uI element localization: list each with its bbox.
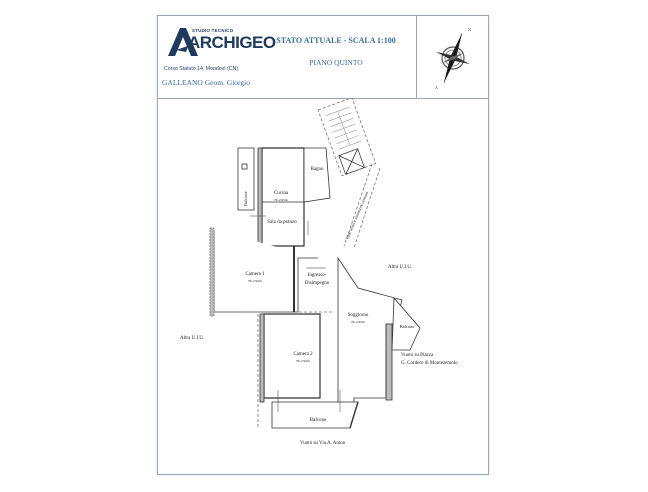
room-label-ingresso: Ingresso- bbox=[308, 273, 327, 278]
room-height-soggiorno: H=2,95m bbox=[351, 320, 365, 325]
stairwell bbox=[317, 98, 377, 177]
room-label-soggiorno: Soggiorno bbox=[348, 313, 369, 318]
neighbor-label-right: Altra U.I.U. bbox=[388, 265, 412, 270]
neighbor-label-left: Altra U.I.U. bbox=[180, 336, 204, 341]
brand-name: ARCHIGEO bbox=[188, 33, 276, 52]
studio-address: Corso Statuto 14, Mondovì (CN) bbox=[164, 66, 239, 72]
compass-rose-icon: N A bbox=[435, 27, 471, 90]
room-label-camera1: Camera 1 bbox=[245, 272, 265, 277]
author-name: GALLEANO Geom. Giorgio bbox=[162, 78, 250, 87]
room-label-sala: Sala da pranzo bbox=[267, 220, 297, 225]
room-label-cucina: Cucina bbox=[274, 191, 289, 196]
title-block: STUDIO TECNICO ARCHIGEO Corso Statuto 14… bbox=[158, 16, 488, 99]
logo-cell: STUDIO TECNICO ARCHIGEO Corso Statuto 14… bbox=[158, 16, 276, 98]
room-height-camera2: H=2,95m bbox=[296, 359, 310, 364]
room-height-camera1: H=2,95m bbox=[248, 279, 262, 284]
floor-plan: Vano scala e ascensore comuni bbox=[180, 98, 458, 446]
piazza-label-1: Vuoto su Piazza bbox=[401, 353, 434, 358]
svg-text:N: N bbox=[468, 27, 471, 32]
floor-label: PIANO QUINTO bbox=[309, 58, 363, 67]
piazza-label-2: G. Cordero di Montezemolo bbox=[401, 361, 458, 366]
street-label: Vuoto su Via A. Anton bbox=[300, 441, 346, 446]
balcony-label-left: Balcone bbox=[243, 191, 248, 206]
title-cell: STATO ATTUALE - SCALA 1:100 PIANO QUINTO bbox=[256, 16, 416, 98]
svg-text:A: A bbox=[435, 85, 438, 90]
compass-cell: N A bbox=[416, 16, 489, 98]
balcony-label-right: Balcone bbox=[400, 324, 415, 329]
room-label-disimpegno: Disimpegno bbox=[305, 281, 330, 286]
drawing-sheet: STUDIO TECNICO ARCHIGEO Corso Statuto 14… bbox=[157, 15, 489, 475]
drawing-title: STATO ATTUALE - SCALA 1:100 bbox=[276, 36, 396, 45]
room-height-cucina: H=2,95m bbox=[274, 198, 288, 203]
studio-label: STUDIO TECNICO bbox=[192, 28, 234, 33]
stair-label: Vano scala e ascensore comuni bbox=[344, 190, 369, 240]
balcony-label-bottom: Balcone bbox=[310, 418, 327, 423]
archigeo-logo-icon bbox=[168, 28, 198, 56]
room-label-camera2: Camera 2 bbox=[293, 352, 313, 357]
room-label-bagno: Bagno bbox=[310, 167, 324, 172]
chimney-icon bbox=[241, 163, 248, 170]
